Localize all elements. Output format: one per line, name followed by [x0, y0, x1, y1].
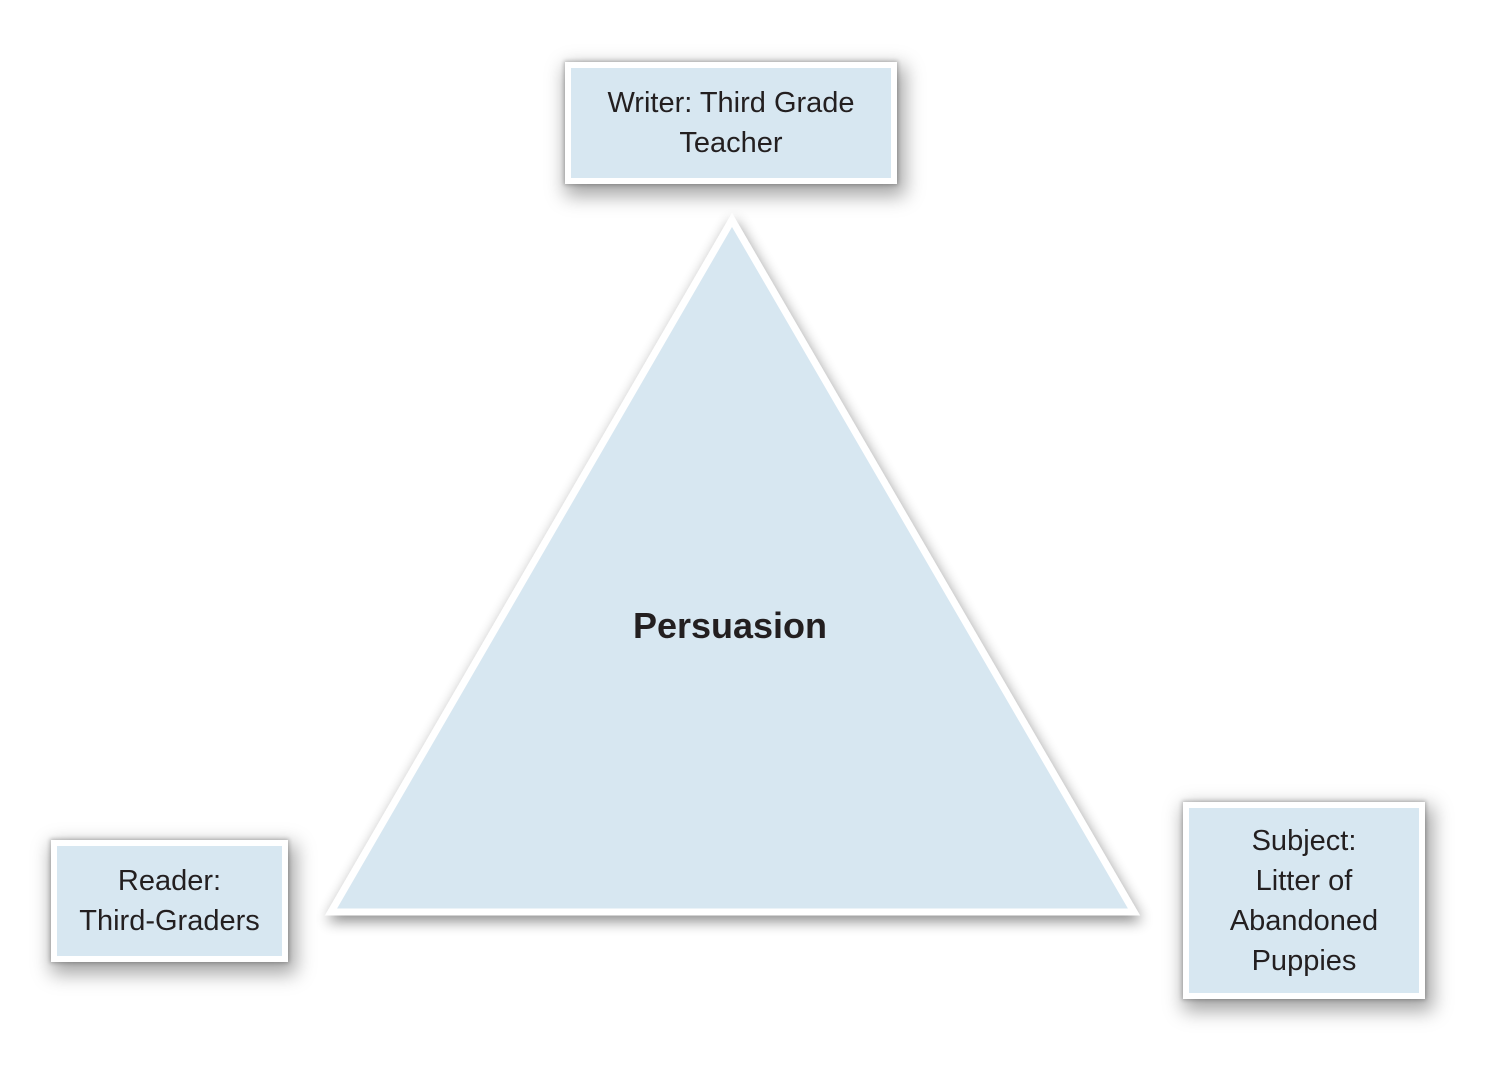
subject-label: Subject: Litter of Abandoned Puppies [1229, 824, 1379, 977]
subject-box: Subject: Litter of Abandoned Puppies [1183, 802, 1425, 999]
center-label: Persuasion [632, 605, 828, 646]
reader-label: Reader: Third-Graders [79, 865, 260, 937]
triangle-shape [324, 213, 1141, 916]
writer-box: Writer: Third Grade Teacher [565, 62, 897, 184]
reader-box: Reader: Third-Graders [51, 840, 288, 962]
writer-label: Writer: Third Grade Teacher [607, 87, 855, 159]
